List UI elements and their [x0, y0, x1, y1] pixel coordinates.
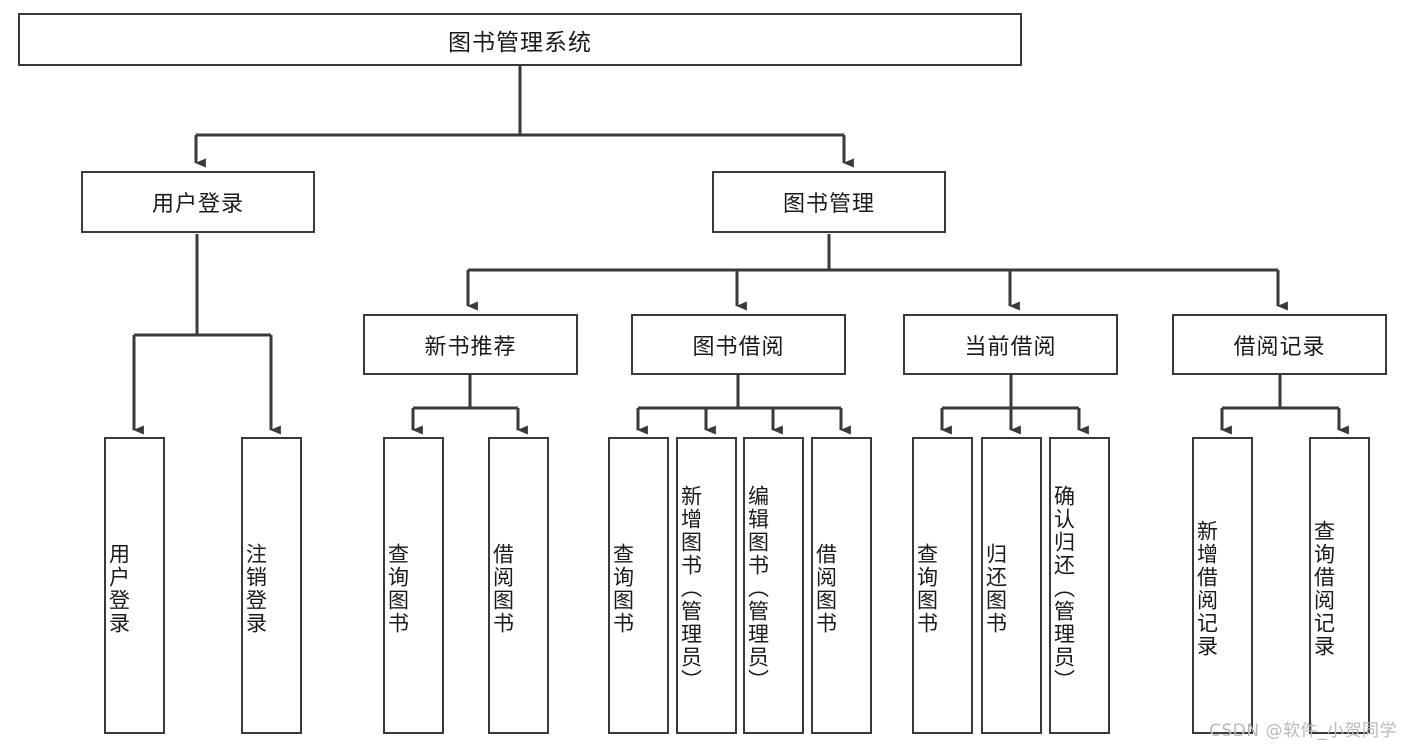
- watermark-text: CSDN @软件_小贺同学: [1209, 721, 1397, 741]
- node-label: 新增图书（管理员）: [678, 485, 703, 692]
- leaf-borrow-book-recommend[interactable]: 借阅图书: [488, 437, 549, 734]
- leaf-query-book-recommend[interactable]: 查询图书: [383, 437, 444, 734]
- node-current-borrow[interactable]: 当前借阅: [903, 314, 1118, 375]
- node-label: 用户登录: [106, 542, 131, 635]
- node-label: 借阅图书: [490, 542, 515, 635]
- node-book-management[interactable]: 图书管理: [712, 171, 946, 233]
- node-label: 借阅图书: [813, 542, 838, 635]
- node-label: 确认归还（管理员）: [1051, 485, 1076, 692]
- node-label: 新书推荐: [424, 334, 517, 360]
- node-label: 注销登录: [243, 542, 268, 635]
- leaf-query-book-current[interactable]: 查询图书: [912, 437, 973, 734]
- leaf-query-book-borrow[interactable]: 查询图书: [608, 437, 669, 734]
- node-label: 新增借阅记录: [1194, 519, 1219, 658]
- node-label: 查询图书: [914, 542, 939, 635]
- node-label: 当前借阅: [964, 334, 1057, 360]
- node-new-book-recommend[interactable]: 新书推荐: [363, 314, 578, 375]
- leaf-user-login[interactable]: 用户登录: [104, 437, 165, 734]
- node-book-borrow[interactable]: 图书借阅: [631, 314, 846, 375]
- node-root-system[interactable]: 图书管理系统: [18, 13, 1022, 66]
- node-label: 借阅记录: [1233, 334, 1326, 360]
- node-label: 查询借阅记录: [1311, 519, 1336, 658]
- node-label: 图书管理系统: [448, 29, 592, 56]
- leaf-query-borrow-record[interactable]: 查询借阅记录: [1309, 437, 1370, 734]
- leaf-logout[interactable]: 注销登录: [241, 437, 302, 734]
- node-label: 查询图书: [385, 542, 410, 635]
- node-user-login[interactable]: 用户登录: [81, 171, 315, 233]
- node-label: 归还图书: [983, 542, 1008, 635]
- leaf-borrow-book[interactable]: 借阅图书: [811, 437, 872, 734]
- leaf-edit-book-admin[interactable]: 编辑图书（管理员）: [743, 437, 804, 734]
- node-label: 编辑图书（管理员）: [745, 485, 770, 692]
- node-label: 用户登录: [151, 192, 244, 217]
- leaf-confirm-return-admin[interactable]: 确认归还（管理员）: [1049, 437, 1110, 734]
- node-label: 查询图书: [610, 542, 635, 635]
- leaf-add-borrow-record[interactable]: 新增借阅记录: [1192, 437, 1253, 734]
- leaf-return-book[interactable]: 归还图书: [981, 437, 1042, 734]
- leaf-add-book-admin[interactable]: 新增图书（管理员）: [676, 437, 737, 734]
- node-label: 图书借阅: [692, 334, 785, 360]
- node-label: 图书管理: [782, 192, 875, 217]
- node-borrow-record[interactable]: 借阅记录: [1172, 314, 1387, 375]
